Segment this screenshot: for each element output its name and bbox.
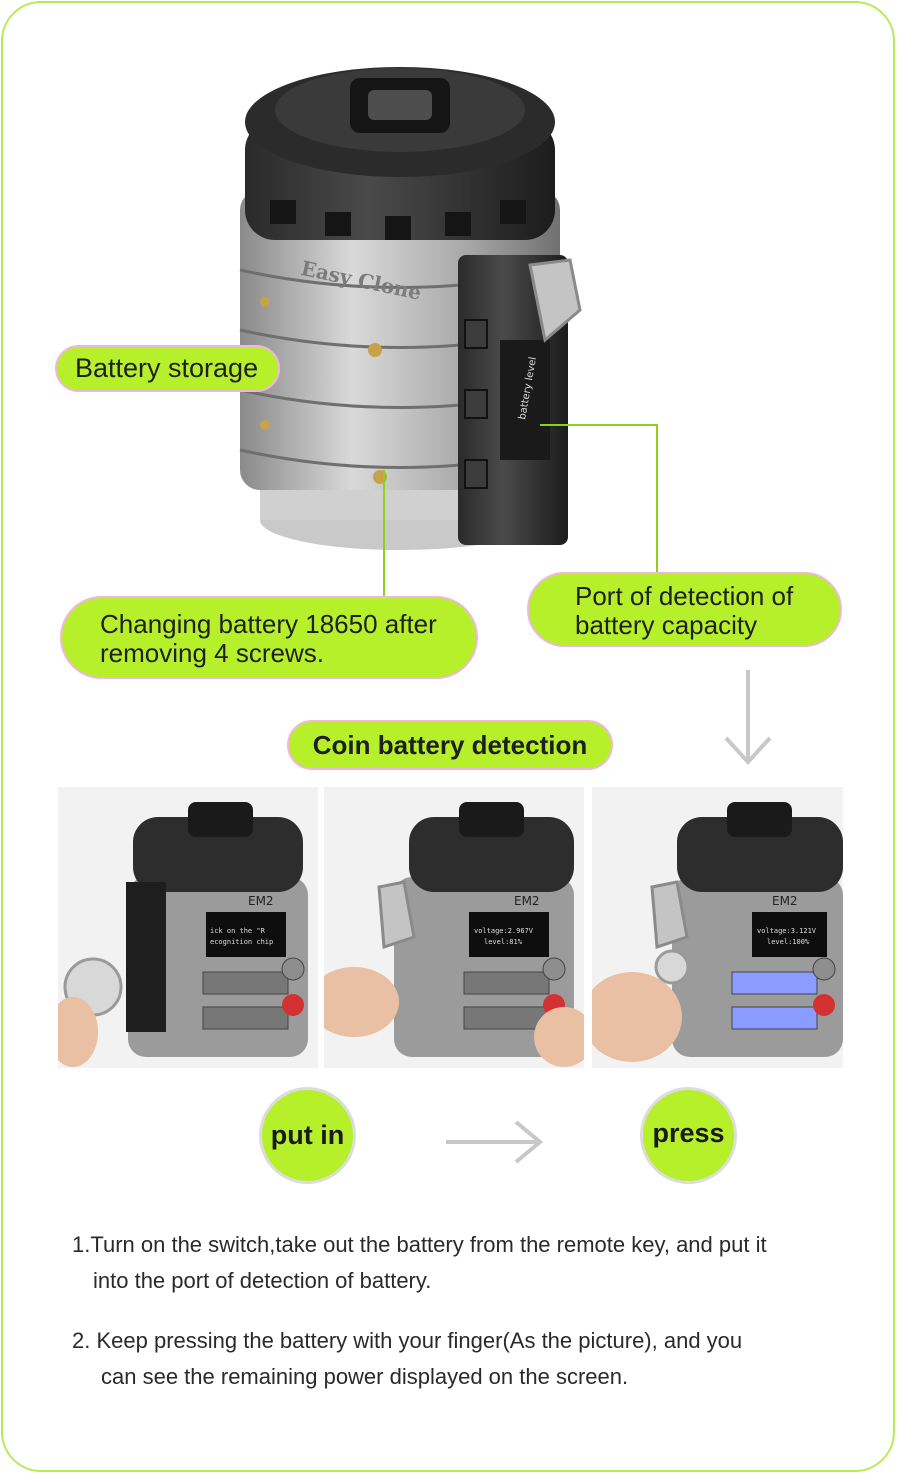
photo-step-3: ЕМ2 voltage:3.121V level:100% — [592, 787, 843, 1068]
instruction-2-line2: can see the remaining power displayed on… — [101, 1364, 629, 1389]
instruction-2: 2. Keep pressing the battery with your f… — [72, 1323, 852, 1395]
press-text: press — [652, 1118, 725, 1148]
port-detection-line2: battery capacity — [575, 610, 758, 640]
photo1-logo: ЕМ2 — [248, 894, 274, 908]
photo-step-1: ЕМ2 ick on the "R ecognition chip — [58, 787, 318, 1068]
photo1-screen-line1: ick on the "R — [210, 927, 266, 935]
coin-battery-detection-text: Coin battery detection — [312, 730, 588, 760]
connector-line-screw — [383, 470, 385, 598]
right-arrow-icon — [446, 1120, 544, 1164]
put-in-text: put in — [270, 1120, 345, 1150]
photo2-logo: ЕМ2 — [514, 894, 540, 908]
instruction-1-line1: 1.Turn on the switch,take out the batter… — [72, 1232, 767, 1257]
photo3-logo: ЕМ2 — [772, 894, 798, 908]
changing-battery-line2: removing 4 screws. — [100, 638, 324, 668]
port-detection-line1: Port of detection of — [575, 581, 794, 611]
changing-battery-line1: Changing battery 18650 after — [100, 609, 437, 639]
instruction-1: 1.Turn on the switch,take out the batter… — [72, 1227, 852, 1299]
photo1-screen-line2: ecognition chip — [210, 938, 273, 946]
press-badge: press — [640, 1087, 737, 1184]
battery-storage-text: Battery storage — [75, 353, 259, 383]
connector-line-port-v — [656, 424, 658, 574]
changing-battery-label: Changing battery 18650 after removing 4 … — [60, 596, 478, 679]
down-arrow-icon — [724, 670, 772, 765]
photo-step-2: ЕМ2 voltage:2.967V level:81% — [324, 787, 584, 1068]
photo2-screen-line1: voltage:2.967V — [474, 927, 534, 935]
instruction-2-line1: 2. Keep pressing the battery with your f… — [72, 1328, 743, 1353]
photo3-screen-line2: level:100% — [767, 938, 810, 946]
photo3-screen-line1: voltage:3.121V — [757, 927, 817, 935]
photo2-screen-line2: level:81% — [484, 938, 523, 946]
battery-storage-label: Battery storage — [55, 345, 280, 392]
port-detection-label: Port of detection of battery capacity — [527, 572, 842, 647]
connector-line-port-h — [540, 424, 658, 426]
coin-battery-detection-title: Coin battery detection — [287, 720, 613, 770]
battery-device-image: Easy Clone battery level — [200, 40, 600, 560]
put-in-badge: put in — [259, 1087, 356, 1184]
instruction-1-line2: into the port of detection of battery. — [93, 1268, 432, 1293]
